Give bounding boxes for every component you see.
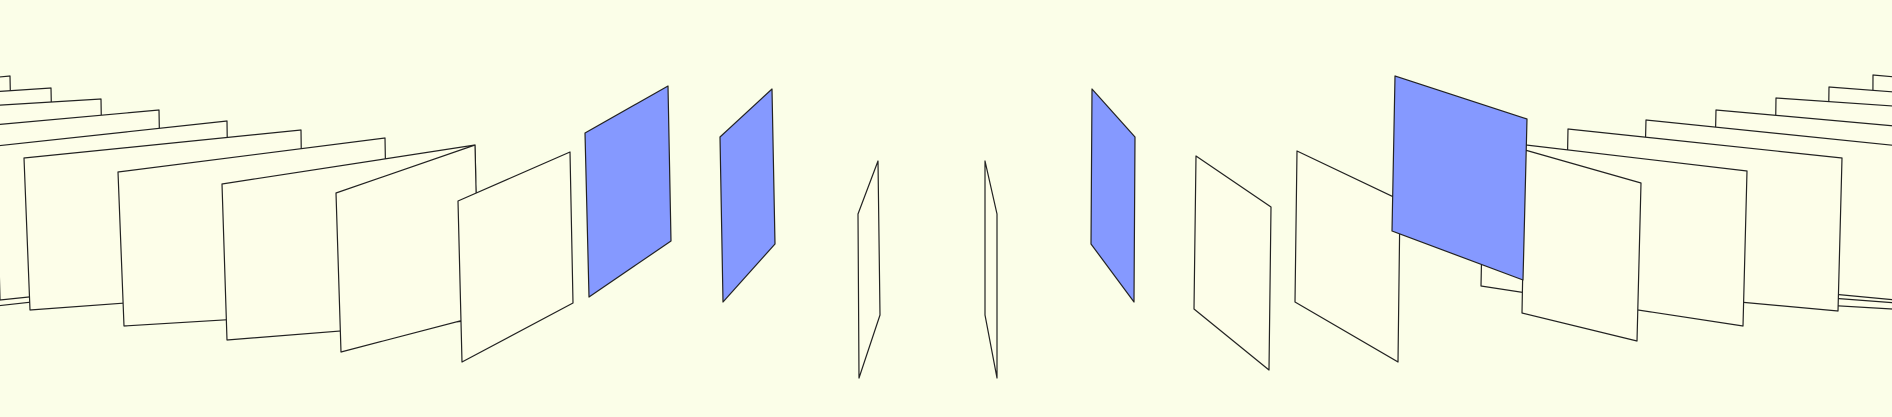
- highlight-panel-right-inner[interactable]: [1090, 88, 1136, 303]
- left-panel-stack: [0, 75, 574, 363]
- right-panel-3[interactable]: [1521, 149, 1642, 342]
- right-panel-stack: [1193, 74, 1892, 371]
- highlight-panel-left-outer[interactable]: [584, 85, 672, 298]
- highlight-panel-right-front[interactable]: [1391, 75, 1528, 281]
- center-panel-left[interactable]: [857, 160, 881, 379]
- right-highlight-inner-group: [1090, 88, 1136, 303]
- center-panel-right[interactable]: [984, 160, 998, 379]
- highlight-panel-left-inner[interactable]: [719, 88, 776, 303]
- right-panel-2[interactable]: [1294, 150, 1401, 363]
- center-panel-group: [857, 160, 998, 379]
- right-highlight-front-group: [1391, 75, 1528, 281]
- left-panel-1[interactable]: [457, 151, 574, 363]
- right-panel-1[interactable]: [1193, 155, 1272, 371]
- left-highlight-group: [584, 85, 776, 303]
